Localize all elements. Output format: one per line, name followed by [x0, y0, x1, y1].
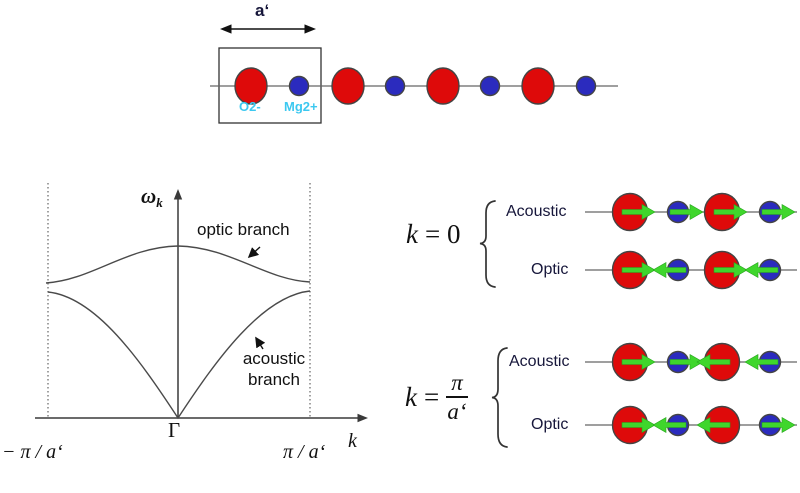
- x-tick-positive: π / a‘: [283, 441, 326, 463]
- magnesium-ion: [384, 75, 406, 97]
- k0-acoustic-chain: [585, 192, 797, 232]
- displacement-arrow-right: [713, 203, 748, 221]
- y-axis-arrowhead: [173, 189, 183, 200]
- oxygen-ion: [331, 67, 365, 105]
- k-equals-zero-equation: k = 0: [406, 219, 460, 250]
- oxygen-ion: [234, 67, 268, 105]
- displacement-arrow-left: [652, 416, 687, 434]
- displacement-arrow-left: [696, 416, 731, 434]
- optic-branch-pointer-arrow: [247, 246, 261, 259]
- acoustic-branch-label: acoustic branch: [233, 348, 315, 390]
- omega-symbol: ω: [141, 184, 157, 208]
- displacement-arrow-right: [621, 353, 656, 371]
- magnesium-ion: [575, 75, 597, 97]
- y-axis-label: ωk: [141, 184, 163, 211]
- acoustic-branch-pointer-arrow: [255, 336, 266, 350]
- x-axis-label: k: [348, 430, 357, 452]
- oxygen-ion: [426, 67, 460, 105]
- ion-chains: [210, 67, 797, 445]
- k0-brace: [479, 200, 496, 288]
- lattice-constant-label: a‘: [255, 1, 270, 20]
- equals-zero: = 0: [424, 219, 461, 249]
- displacement-arrow-left: [744, 261, 779, 279]
- optic-branch-curve: [45, 245, 311, 284]
- displacement-arrow-right: [621, 416, 656, 434]
- k0-optic-chain: [585, 250, 797, 290]
- top-chain: [210, 67, 618, 105]
- displacement-arrow-right: [761, 416, 796, 434]
- kpi-optic-row-label: Optic: [531, 416, 569, 433]
- kpi-optic-chain: [585, 405, 797, 445]
- x-axis-arrowhead: [357, 413, 368, 423]
- anion-label: O2-: [239, 99, 261, 114]
- grouping-braces: [479, 200, 508, 448]
- displacement-arrow-right: [669, 203, 704, 221]
- displacement-arrow-left: [652, 261, 687, 279]
- k-symbol: k: [405, 381, 417, 412]
- magnesium-ion: [479, 75, 501, 97]
- kpi-acoustic-row-label: Acoustic: [509, 353, 570, 370]
- k0-optic-row-label: Optic: [531, 261, 569, 278]
- pi-over-a-fraction: π a‘: [446, 371, 468, 423]
- lattice-constant-arrow: [220, 24, 316, 34]
- displacement-arrow-right: [621, 203, 656, 221]
- k-symbol: k: [406, 219, 418, 249]
- displacement-arrow-right: [621, 261, 656, 279]
- cation-label: Mg2+: [284, 99, 318, 114]
- displacement-arrow-right: [761, 203, 796, 221]
- displacement-arrow-left: [744, 353, 779, 371]
- magnesium-ion: [288, 75, 310, 97]
- omega-subscript: k: [156, 195, 163, 210]
- displacement-arrow-right: [669, 353, 704, 371]
- kpi-acoustic-chain: [585, 342, 797, 382]
- oxygen-ion: [521, 67, 555, 105]
- displacement-arrow-right: [713, 261, 748, 279]
- equals-sign: =: [423, 381, 440, 412]
- gamma-point-label: Γ: [168, 418, 181, 442]
- pi-numerator: π: [446, 371, 468, 398]
- displacement-arrow-left: [696, 353, 731, 371]
- a-denominator: a‘: [447, 399, 467, 424]
- x-tick-negative: − π / a‘: [2, 441, 63, 463]
- acoustic-word: acoustic: [242, 349, 306, 368]
- acoustic-branch-curve: [47, 290, 311, 420]
- k-equals-pi-over-a-equation: k = π a‘: [405, 369, 468, 425]
- optic-branch-label: optic branch: [197, 220, 290, 239]
- k0-acoustic-row-label: Acoustic: [506, 203, 567, 220]
- dispersion-plot: [35, 183, 368, 423]
- branch-word: branch: [248, 370, 300, 389]
- kpi-brace: [491, 347, 508, 448]
